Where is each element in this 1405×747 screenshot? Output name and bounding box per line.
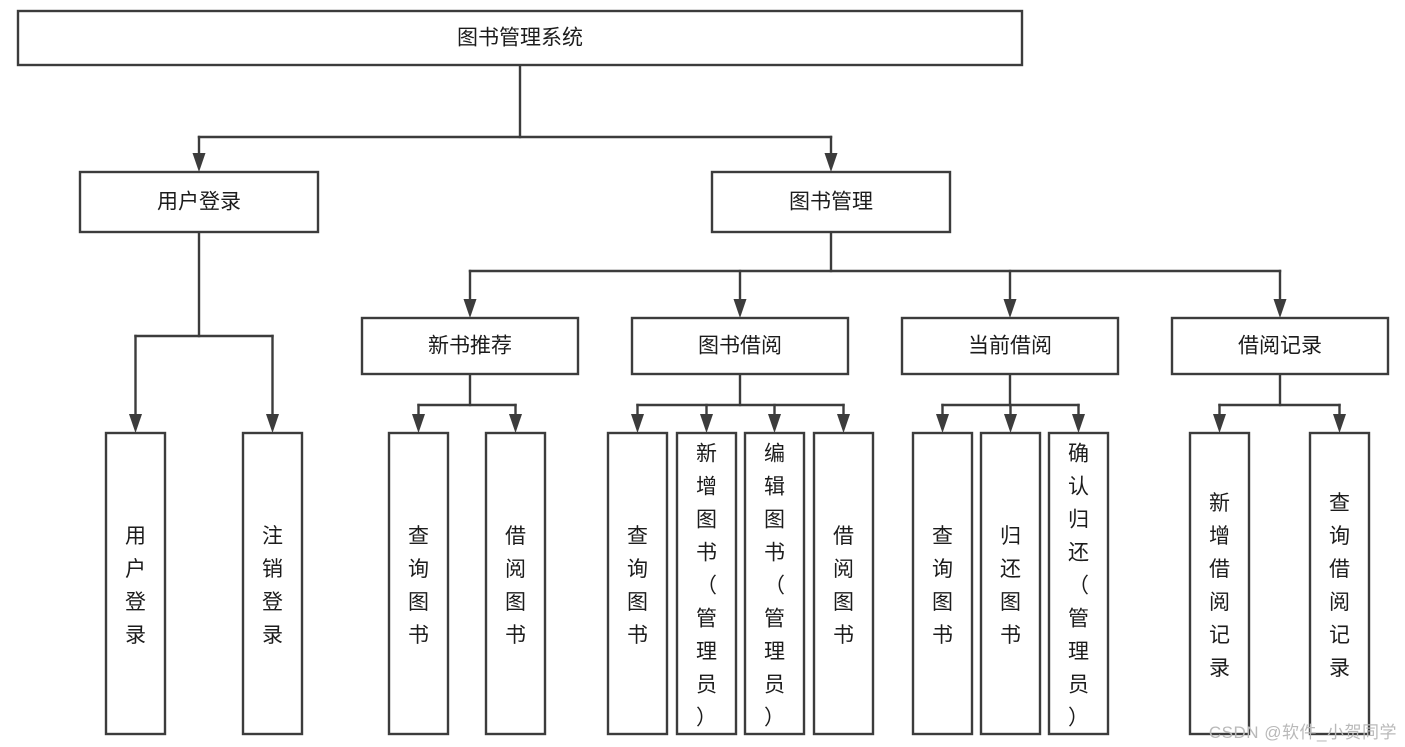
node-leaf-query-record[interactable]: 查询借阅记录	[1308, 431, 1371, 736]
node-borrow-record[interactable]: 借阅记录	[1170, 316, 1390, 376]
connector-user-login	[129, 230, 279, 433]
arrow-head-icon	[1004, 414, 1017, 433]
node-box	[1170, 316, 1390, 376]
node-label: 查询图书	[408, 525, 429, 647]
node-box	[241, 431, 304, 736]
node-leaf-add-record[interactable]: 新增借阅记录	[1188, 431, 1251, 736]
node-book-borrow[interactable]: 图书借阅	[630, 316, 850, 376]
node-label: 用户登录	[125, 525, 146, 647]
connector-book-borrow	[631, 372, 850, 433]
node-label: 新书推荐	[428, 335, 512, 358]
arrow-head-icon	[412, 414, 425, 433]
node-box	[387, 431, 450, 736]
node-box	[1188, 431, 1251, 736]
arrow-head-icon	[509, 414, 522, 433]
node-leaf-user-logout[interactable]: 注销登录	[241, 431, 304, 736]
node-box	[743, 431, 806, 736]
node-label: 确认归还（管理员）	[1068, 443, 1089, 730]
node-new-book-recommend[interactable]: 新书推荐	[360, 316, 580, 376]
node-box	[606, 431, 669, 736]
node-label: 查询图书	[627, 525, 648, 647]
node-leaf-borrow-book-1[interactable]: 借阅图书	[484, 431, 547, 736]
node-leaf-query-book-2[interactable]: 查询图书	[606, 431, 669, 736]
node-leaf-return-book[interactable]: 归还图书	[979, 431, 1042, 736]
node-layer: 图书管理系统用户登录图书管理新书推荐图书借阅当前借阅借阅记录用户登录注销登录查询…	[16, 9, 1390, 736]
node-book-manage[interactable]: 图书管理	[710, 170, 952, 234]
arrow-head-icon	[837, 414, 850, 433]
node-label: 归还图书	[1000, 525, 1021, 647]
node-box	[1047, 431, 1110, 736]
arrow-head-icon	[631, 414, 644, 433]
node-box	[484, 431, 547, 736]
node-box	[16, 9, 1024, 67]
csdn-watermark: CSDN @软件_小贺同学	[1208, 723, 1397, 742]
arrow-head-icon	[1213, 414, 1226, 433]
node-box	[675, 431, 738, 736]
arrow-head-icon	[1003, 299, 1017, 318]
node-box	[710, 170, 952, 234]
node-box	[78, 170, 320, 234]
node-label: 新增图书（管理员）	[696, 443, 717, 730]
node-label: 图书管理系统	[457, 27, 583, 50]
node-user-login[interactable]: 用户登录	[78, 170, 320, 234]
arrow-head-icon	[824, 153, 838, 172]
node-box	[812, 431, 875, 736]
node-box	[630, 316, 850, 376]
arrow-head-icon	[700, 414, 713, 433]
node-box	[911, 431, 974, 736]
node-leaf-edit-book[interactable]: 编辑图书（管理员）	[743, 431, 806, 736]
node-box	[104, 431, 167, 736]
node-label: 用户登录	[157, 191, 241, 214]
node-label: 图书借阅	[698, 335, 782, 358]
node-label: 当前借阅	[968, 335, 1052, 358]
connector-borrow-record	[1213, 372, 1346, 433]
node-box	[900, 316, 1120, 376]
node-label: 图书管理	[789, 191, 873, 214]
arrow-head-icon	[1072, 414, 1085, 433]
arrow-head-icon	[129, 414, 142, 433]
node-leaf-query-book-1[interactable]: 查询图书	[387, 431, 450, 736]
node-label: 借阅图书	[505, 525, 526, 647]
connector-layer	[129, 63, 1346, 433]
node-label: 编辑图书（管理员）	[764, 443, 785, 730]
arrow-head-icon	[1333, 414, 1346, 433]
node-label: 注销登录	[262, 525, 283, 647]
node-root[interactable]: 图书管理系统	[16, 9, 1024, 67]
node-label: 借阅图书	[833, 525, 854, 647]
arrow-head-icon	[463, 299, 477, 318]
node-label: 查询借阅记录	[1329, 492, 1350, 680]
arrow-head-icon	[266, 414, 279, 433]
node-label: 借阅记录	[1238, 335, 1322, 358]
arrow-head-icon	[192, 153, 206, 172]
node-current-borrow[interactable]: 当前借阅	[900, 316, 1120, 376]
node-leaf-add-book[interactable]: 新增图书（管理员）	[675, 431, 738, 736]
connector-new-book-recommend	[412, 372, 522, 433]
node-box	[360, 316, 580, 376]
connector-current-borrow	[936, 372, 1085, 433]
arrow-head-icon	[1273, 299, 1287, 318]
node-leaf-query-book-3[interactable]: 查询图书	[911, 431, 974, 736]
node-label: 新增借阅记录	[1209, 492, 1230, 680]
node-box	[979, 431, 1042, 736]
connector-root	[192, 63, 838, 172]
node-leaf-user-login[interactable]: 用户登录	[104, 431, 167, 736]
node-leaf-borrow-book-2[interactable]: 借阅图书	[812, 431, 875, 736]
node-label: 查询图书	[932, 525, 953, 647]
node-box	[1308, 431, 1371, 736]
connector-book-manage	[463, 230, 1287, 318]
arrow-head-icon	[768, 414, 781, 433]
node-leaf-confirm-return[interactable]: 确认归还（管理员）	[1047, 431, 1110, 736]
arrow-head-icon	[936, 414, 949, 433]
arrow-head-icon	[733, 299, 747, 318]
